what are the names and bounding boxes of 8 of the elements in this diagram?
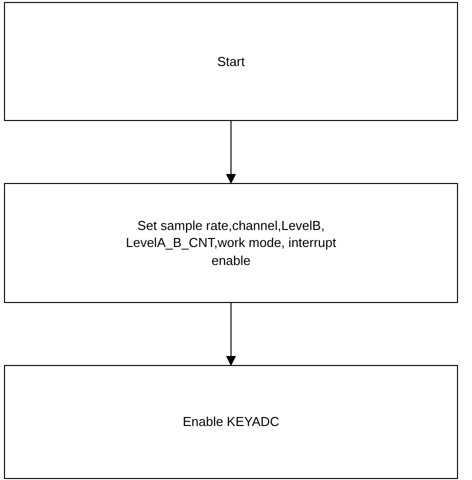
arrow	[226, 302, 236, 366]
arrow	[226, 120, 236, 184]
step-text: Enable KEYADC	[182, 413, 280, 431]
process-box	[4, 183, 458, 303]
step-text: Start	[217, 52, 245, 70]
process-box	[4, 365, 458, 479]
process-box	[4, 2, 458, 121]
step-text: Set sample rate,channel,LevelB, LevelA_B_CNT,work mode, interrupt enable	[124, 216, 338, 270]
